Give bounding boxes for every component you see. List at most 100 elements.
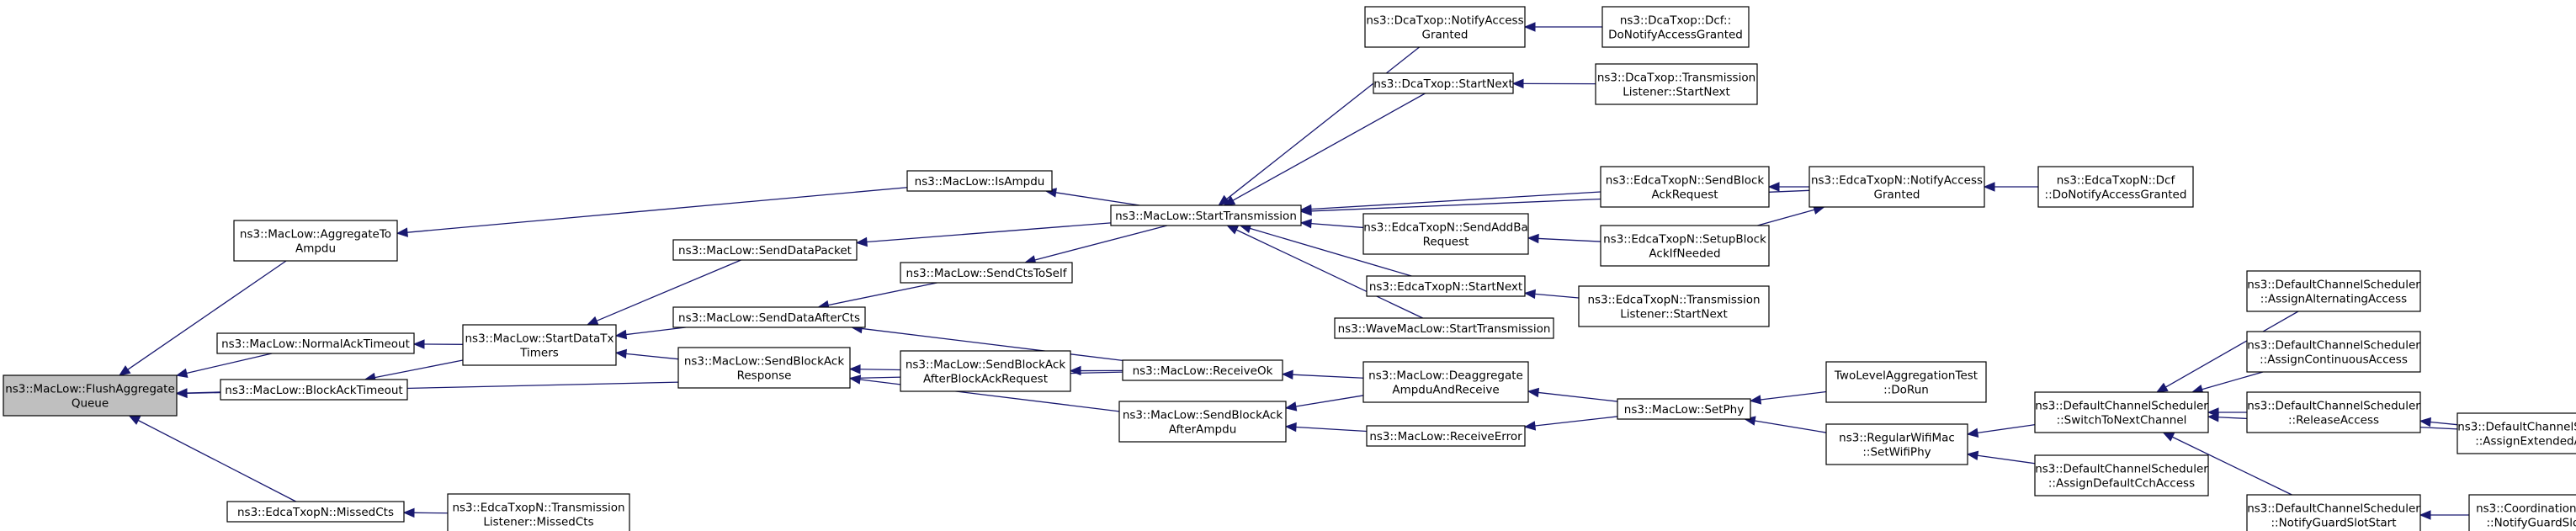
node-label: ns3::MacLow::SendCtsToSelf <box>906 267 1068 280</box>
node-assign-default-cch[interactable]: ns3::DefaultChannelScheduler::AssignDefa… <box>2034 454 2209 496</box>
arrowhead-icon <box>1983 182 1995 192</box>
node-box <box>2034 391 2209 433</box>
node-label: ns3::MacLow::SendDataPacket <box>678 244 852 258</box>
node-assign-extended[interactable]: ns3::DefaultChannelScheduler::AssignExte… <box>2456 412 2576 454</box>
node-dca-dcf-notify[interactable]: ns3::DcaTxop::Dcf::DoNotifyAccessGranted <box>1601 6 1750 48</box>
arrowhead-icon <box>1223 195 1236 206</box>
node-normal-ack-timeout[interactable]: ns3::MacLow::NormalAckTimeout <box>216 332 415 354</box>
node-label: ::SetWifiPhy <box>1862 446 1931 459</box>
node-label: ns3::MacLow::NormalAckTimeout <box>221 337 410 351</box>
node-label: ns3::MacLow::FlushAggregate <box>5 383 175 396</box>
node-dca-notify-access-granted[interactable]: ns3::DcaTxop::NotifyAccessGranted <box>1364 6 1526 48</box>
arrowhead-icon <box>412 339 425 349</box>
node-box <box>1825 361 1987 403</box>
node-edca-start-next[interactable]: ns3::EdcaTxopN::StartNext <box>1366 275 1526 297</box>
edge-set-phy-to-receive-error <box>1534 416 1618 427</box>
node-label: ns3::MacLow::ReceiveError <box>1369 430 1522 443</box>
node-tx-missed-cts[interactable]: ns3::EdcaTxopN::TransmissionListener::Mi… <box>447 493 630 531</box>
node-receive-ok[interactable]: ns3::MacLow::ReceiveOk <box>1122 359 1283 381</box>
node-start-transmission[interactable]: ns3::MacLow::StartTransmission <box>1110 204 1302 226</box>
node-label: TwoLevelAggregationTest <box>1834 369 1978 383</box>
edge-send-cts-to-self-to-send-data-after-cts <box>828 282 937 306</box>
node-assign-alternating[interactable]: ns3::DefaultChannelScheduler::AssignAlte… <box>2246 270 2421 312</box>
node-is-ampdu[interactable]: ns3::MacLow::IsAmpdu <box>906 170 1053 192</box>
node-label: AmpduAndReceive <box>1392 384 1499 397</box>
node-label: ns3::WaveMacLow::StartTransmission <box>1338 322 1551 336</box>
node-box <box>462 324 617 366</box>
node-send-cts-to-self[interactable]: ns3::MacLow::SendCtsToSelf <box>900 262 1073 284</box>
node-set-phy[interactable]: ns3::MacLow::SetPhy <box>1617 398 1751 420</box>
node-switch-to-next-channel[interactable]: ns3::DefaultChannelScheduler::SwitchToNe… <box>2034 391 2209 433</box>
node-assign-continuous[interactable]: ns3::DefaultChannelScheduler::AssignCont… <box>2246 331 2421 373</box>
node-notify-guard-slot-start[interactable]: ns3::DefaultChannelScheduler::NotifyGuar… <box>2246 494 2421 531</box>
node-send-block-ack-after-bar[interactable]: ns3::MacLow::SendBlockAckAfterBlockAckRe… <box>900 350 1071 392</box>
node-box <box>2246 270 2421 312</box>
node-label: ns3::EdcaTxopN::MissedCts <box>237 506 394 519</box>
edge-edca-start-next-to-start-transmission <box>1250 227 1412 277</box>
node-missed-cts[interactable]: ns3::EdcaTxopN::MissedCts <box>226 501 405 523</box>
node-edca-tx-listener-start-next[interactable]: ns3::EdcaTxopN::TransmissionListener::St… <box>1578 285 1770 327</box>
node-dca-start-next[interactable]: ns3::DcaTxop::StartNext <box>1373 72 1514 94</box>
node-label: ns3::EdcaTxopN::NotifyAccess <box>1811 174 1983 188</box>
edge-notify-guard-slot-start-to-switch-to-next-channel <box>2172 436 2292 496</box>
node-label: ns3::CoordinationListener <box>2476 502 2576 516</box>
arrowhead-icon <box>848 364 861 374</box>
arrowhead-icon <box>1767 182 1780 192</box>
node-wave-start-transmission[interactable]: ns3::WaveMacLow::StartTransmission <box>1334 317 1554 339</box>
node-two-level-do-run[interactable]: TwoLevelAggregationTest::DoRun <box>1825 361 1987 403</box>
edge-assign-continuous-to-switch-to-next-channel <box>2202 371 2264 390</box>
node-label: ns3::EdcaTxopN::SendAddBa <box>1363 221 1528 235</box>
node-edca-dcf-notify[interactable]: ns3::EdcaTxopN::Dcf::DoNotifyAccessGrant… <box>2037 166 2194 208</box>
node-box <box>1362 361 1529 403</box>
edge-edca-send-add-ba-request-to-start-transmission <box>1310 222 1364 229</box>
node-label: AckRequest <box>1651 189 1718 202</box>
node-dca-tx-listener-start-next[interactable]: ns3::DcaTxop::TransmissionListener::Star… <box>1595 63 1758 105</box>
arrowhead-icon <box>1523 289 1536 300</box>
node-label: Granted <box>1421 29 1468 42</box>
node-label: ::AssignAlternatingAccess <box>2260 293 2407 306</box>
edge-deaggregate-to-send-block-ack-after-ampdu <box>1295 395 1364 407</box>
node-box <box>1334 317 1554 339</box>
node-box <box>672 306 866 328</box>
node-label: ns3::MacLow::SendBlockAck <box>684 355 844 369</box>
node-coord-notify-guard-slot-start[interactable]: ns3::CoordinationListener::NotifyGuardSl… <box>2468 494 2576 531</box>
arrowhead-icon <box>1284 401 1298 412</box>
node-block-ack-timeout[interactable]: ns3::MacLow::BlockAckTimeout <box>220 379 408 401</box>
node-box <box>1595 63 1758 105</box>
node-release-access[interactable]: ns3::DefaultChannelScheduler::ReleaseAcc… <box>2246 391 2421 433</box>
node-receive-error[interactable]: ns3::MacLow::ReceiveError <box>1366 425 1526 447</box>
node-box <box>900 350 1071 392</box>
edge-switch-to-next-channel-to-regular-set-wifi-phy <box>1977 424 2036 433</box>
node-box <box>3 374 178 417</box>
node-regular-set-wifi-phy[interactable]: ns3::RegularWifiMac::SetWifiPhy <box>1825 423 1968 465</box>
node-box <box>1600 225 1770 267</box>
node-box <box>1809 166 1985 208</box>
node-label: ns3::MacLow::AggregateTo <box>240 228 391 242</box>
node-box <box>900 262 1073 284</box>
edge-edca-setup-block-ack-to-edca-notify-access-granted <box>1757 209 1815 226</box>
node-send-data-packet[interactable]: ns3::MacLow::SendDataPacket <box>672 239 858 261</box>
edge-send-data-packet-to-start-data-tx-timers <box>596 259 741 321</box>
arrowhead-icon <box>1527 387 1540 398</box>
node-edca-notify-access-granted[interactable]: ns3::EdcaTxopN::NotifyAccessGranted <box>1809 166 1985 208</box>
arrowhead-icon <box>1523 22 1536 32</box>
edge-start-data-tx-timers-to-block-ack-timeout <box>374 359 464 379</box>
node-label: ::AssignDefaultCchAccess <box>2048 477 2195 491</box>
arrowhead-icon <box>1749 395 1762 405</box>
node-box <box>1366 275 1526 297</box>
node-box <box>2037 166 2194 208</box>
arrowhead-icon <box>396 227 408 237</box>
node-send-data-after-cts[interactable]: ns3::MacLow::SendDataAfterCts <box>672 306 866 328</box>
call-graph-nodes: ns3::MacLow::FlushAggregateQueuens3::Mac… <box>3 6 2576 531</box>
node-label: Request <box>1423 236 1469 249</box>
